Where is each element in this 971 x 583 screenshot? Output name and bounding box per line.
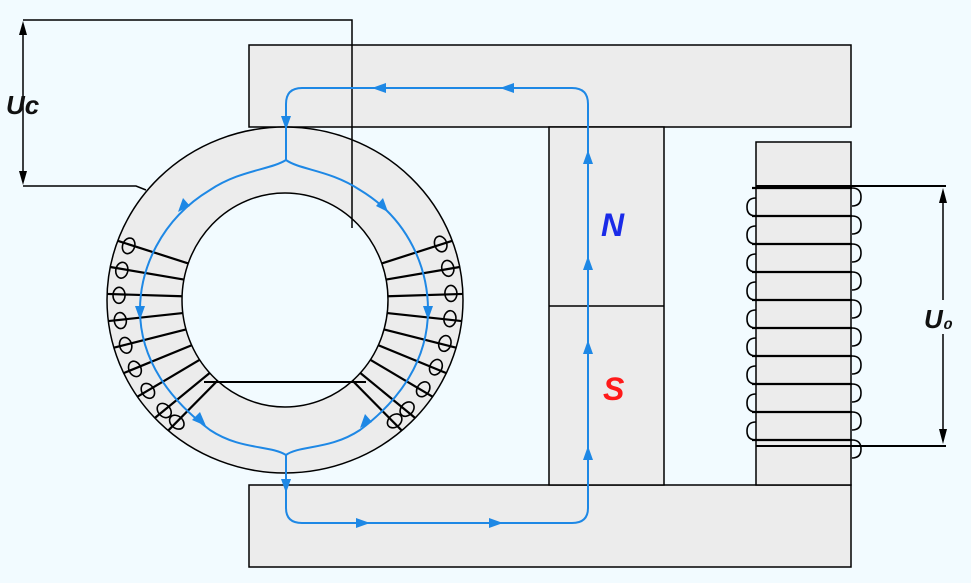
coil-loop-right — [851, 187, 862, 207]
coil-loop-left — [746, 281, 757, 301]
output-coil — [746, 186, 862, 459]
winding-loop — [399, 401, 415, 418]
arrow-head-icon — [135, 306, 145, 320]
winding-turn — [123, 344, 193, 375]
coil-loop-right — [851, 243, 862, 263]
winding-loop — [444, 284, 458, 303]
arrow-head-icon — [192, 412, 206, 426]
winding-turn — [381, 239, 453, 265]
winding-turn — [387, 292, 463, 298]
arrow-head-icon — [356, 518, 370, 528]
south-pole-label: S — [603, 371, 625, 407]
winding-turn — [377, 344, 447, 375]
arrow-head-icon — [376, 198, 388, 212]
arrow-head-icon — [281, 116, 291, 130]
coil-loop-right — [851, 299, 862, 319]
control-lead-top — [23, 19, 353, 228]
flux-arrows — [135, 83, 593, 528]
coil-loop-right — [851, 327, 862, 347]
winding-loop — [114, 261, 129, 279]
winding-turn — [359, 372, 416, 419]
control-leads — [23, 19, 353, 228]
winding-loop — [433, 235, 448, 253]
winding-turn — [113, 328, 187, 349]
arrow-head-icon — [372, 83, 386, 93]
toroidal-core — [106, 126, 464, 474]
control-lead-bottom — [23, 185, 147, 191]
north-pole-label: N — [601, 207, 625, 243]
arrow-head-icon — [281, 479, 291, 493]
top-yoke — [248, 44, 852, 128]
arrow-head-icon — [939, 188, 947, 203]
winding-loop — [112, 286, 126, 305]
coil-loop-left — [746, 393, 757, 413]
flux-path-top — [285, 87, 589, 160]
winding-loop — [443, 309, 457, 328]
winding-loop — [113, 311, 128, 330]
winding-turn — [136, 358, 201, 398]
winding-turn — [369, 358, 434, 398]
winding-loop — [386, 413, 403, 429]
coil-loop-left — [746, 253, 757, 273]
u0-label: U₀ — [924, 304, 953, 334]
output-limb — [755, 141, 852, 486]
winding-loop — [121, 237, 136, 255]
winding-loop — [168, 414, 185, 430]
coil-loop-left — [746, 365, 757, 385]
arrow-head-icon — [500, 83, 514, 93]
arrow-head-icon — [583, 340, 593, 354]
coil-loop-right — [851, 215, 862, 235]
coil-loop-right — [851, 411, 862, 431]
uc-voltage-indicator: Uc — [6, 21, 40, 185]
coil-loop-left — [746, 337, 757, 357]
winding-loop — [437, 334, 452, 353]
toroid-ring — [106, 126, 464, 474]
winding-loop — [428, 358, 444, 376]
winding-turn — [387, 311, 462, 323]
winding-loop — [415, 381, 431, 398]
winding-loop — [118, 336, 133, 354]
coil-loop-left — [746, 421, 757, 441]
core — [248, 44, 852, 568]
winding-loop — [140, 382, 156, 400]
winding-loop — [156, 402, 173, 419]
coil-loop-right — [851, 355, 862, 375]
coil-loop-left — [746, 309, 757, 329]
arrow-head-icon — [489, 518, 503, 528]
arrow-head-icon — [19, 171, 27, 185]
uc-label: Uc — [6, 90, 40, 120]
flux-path-bottom — [285, 455, 589, 524]
arrow-head-icon — [583, 446, 593, 460]
winding-turn — [383, 328, 457, 349]
winding-turn — [351, 379, 403, 432]
winding-turn — [110, 265, 185, 281]
output-leads — [756, 185, 946, 447]
winding-turn — [107, 292, 183, 298]
winding-loop — [127, 360, 143, 378]
coil-loop-left — [746, 197, 757, 217]
arrow-head-icon — [939, 429, 947, 444]
arrow-head-icon — [423, 306, 433, 320]
arrow-head-icon — [360, 414, 372, 428]
bottom-yoke — [248, 484, 852, 568]
arrow-head-icon — [19, 21, 27, 35]
toroid-winding — [107, 235, 463, 432]
arrow-head-icon — [583, 150, 593, 164]
u0-voltage-indicator: U₀ — [921, 188, 965, 444]
winding-turn — [154, 372, 211, 419]
winding-turn — [108, 311, 183, 323]
winding-turn — [167, 379, 219, 432]
coil-loop-right — [851, 439, 862, 459]
coil-loop-right — [851, 271, 862, 291]
coil-loop-right — [851, 383, 862, 403]
coil-loop-left — [746, 225, 757, 245]
arrow-head-icon — [583, 256, 593, 270]
arrow-head-icon — [178, 198, 190, 212]
winding-loop — [440, 259, 455, 278]
